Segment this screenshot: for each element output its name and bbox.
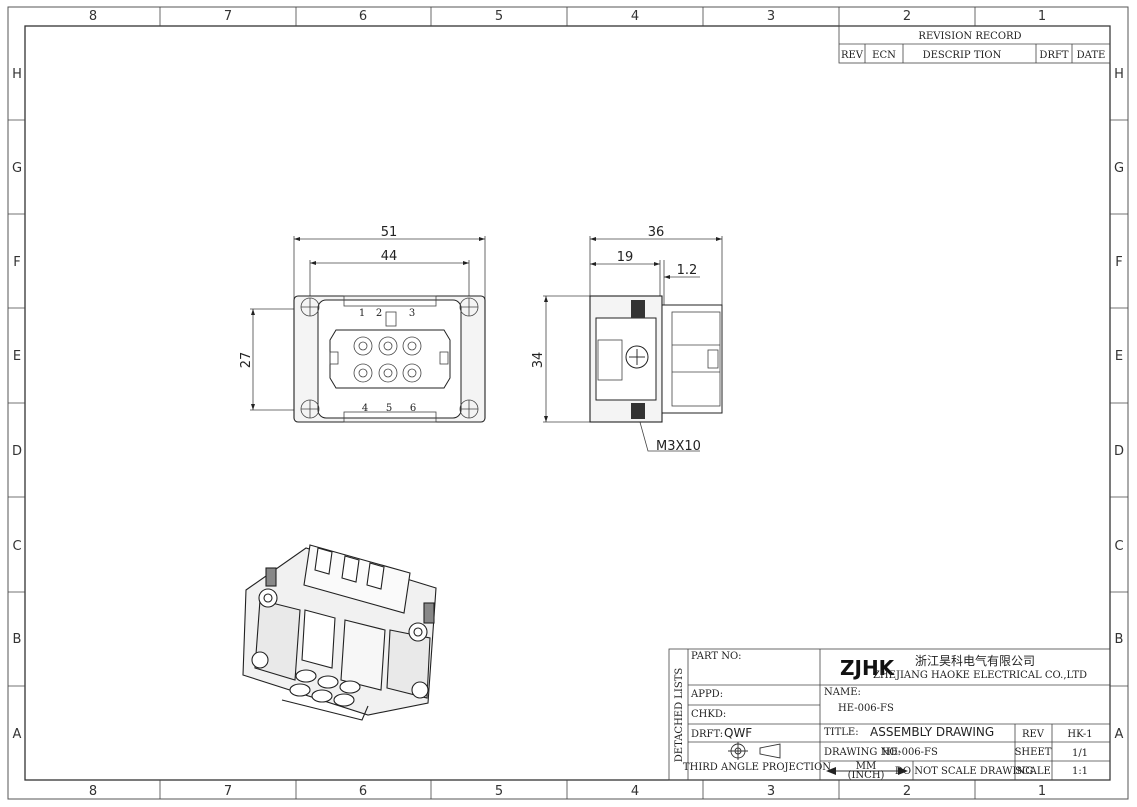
zone-dividers	[8, 7, 1128, 799]
drawing-no-value: HE-006-FS	[882, 747, 938, 758]
drft-label: DRFT:	[691, 729, 723, 740]
zone-row-label: C	[12, 539, 21, 554]
revision-record: REVISION RECORD REV ECN DESCRIP TION DRF…	[838, 25, 1111, 64]
zone-col-label: 5	[495, 9, 503, 24]
dim-depth-36: 36	[648, 225, 665, 240]
revision-header-drft: DRFT	[1039, 50, 1068, 61]
dim-width-44: 44	[381, 249, 398, 264]
dim-depth-19: 19	[617, 250, 634, 265]
zone-col-label: 1	[1038, 784, 1046, 799]
zone-row-label: G	[12, 161, 22, 176]
name-value: HE-006-FS	[838, 703, 894, 714]
isometric-view	[242, 544, 437, 721]
zone-row-label: C	[1114, 539, 1123, 554]
detached-lists-label: DETACHED LISTS	[674, 668, 685, 763]
pin-number: 6	[410, 403, 416, 414]
units-inch: (INCH)	[848, 770, 885, 781]
company-logo: ZJHK	[840, 656, 896, 680]
dim-height-34: 34	[531, 352, 546, 369]
zone-col-label: 2	[903, 9, 911, 24]
zone-row-label: F	[1115, 255, 1122, 270]
third-angle-projection-icon	[728, 742, 781, 760]
units-mm: MM	[856, 761, 876, 772]
revision-header-rev: REV	[841, 50, 864, 61]
revision-header-ecn: ECN	[872, 50, 896, 61]
zone-row-label: E	[1115, 349, 1123, 364]
outer-border	[7, 6, 1129, 800]
zone-row-label: B	[1115, 632, 1124, 647]
screw-size-label: M3X10	[656, 439, 701, 454]
drft-value: QWF	[724, 726, 752, 740]
chkd-label: CHKD:	[691, 709, 726, 720]
zone-row-label: H	[1114, 67, 1124, 82]
company-name-cn: 浙江昊科电气有限公司	[915, 653, 1035, 668]
zone-col-label: 7	[224, 784, 232, 799]
sheet-value: 1/1	[1072, 748, 1088, 759]
zone-row-label: D	[12, 444, 22, 459]
zone-row-label: G	[1114, 161, 1124, 176]
zone-col-label: 6	[359, 784, 367, 799]
revision-header-date: DATE	[1077, 50, 1106, 61]
part-no-label: PART NO:	[691, 651, 742, 662]
zone-labels-top: 8 7 6 5 4 3 2 1	[89, 9, 1046, 24]
dim-offset-1-2: 1.2	[677, 263, 698, 278]
pin-number: 2	[376, 308, 382, 319]
name-label: NAME:	[824, 687, 861, 698]
drawing-no-label: DRAWING NO:	[824, 747, 901, 758]
zone-col-label: 8	[89, 784, 97, 799]
front-view: 51 44 27 1 2 3 4 5 6	[239, 225, 486, 423]
pin-number: 3	[409, 308, 415, 319]
rev-label: REV	[1022, 729, 1045, 740]
zone-col-label: 4	[631, 784, 639, 799]
zone-row-label: F	[13, 255, 20, 270]
title-block: DETACHED LISTS PART NO: APPD: CHKD: DRFT…	[668, 648, 1111, 781]
zone-col-label: 4	[631, 9, 639, 24]
rev-value: HK-1	[1067, 729, 1092, 740]
zone-labels-right: H G F E D C B A	[1114, 67, 1124, 742]
zone-col-label: 1	[1038, 9, 1046, 24]
pin-number: 5	[386, 403, 392, 414]
scale-value: 1:1	[1072, 766, 1088, 777]
zone-col-label: 6	[359, 9, 367, 24]
company-name-en: ZHEJIANG HAOKE ELECTRICAL CO.,LTD	[873, 670, 1087, 681]
title-value: ASSEMBLY DRAWING	[870, 725, 994, 739]
zone-row-label: A	[1115, 727, 1124, 742]
zone-col-label: 7	[224, 9, 232, 24]
side-view: 36 19 1.2 34 M3X10	[531, 225, 723, 454]
zone-col-label: 3	[767, 9, 775, 24]
zone-col-label: 8	[89, 9, 97, 24]
pin-number: 1	[359, 308, 365, 319]
zone-col-label: 3	[767, 784, 775, 799]
dim-width-51: 51	[381, 225, 398, 240]
do-not-scale-label: DO NOT SCALE DRAWING	[895, 766, 1033, 777]
units-arrow-icon	[826, 767, 908, 775]
sheet-label: SHEET	[1015, 747, 1052, 758]
zone-row-label: B	[13, 632, 22, 647]
zone-col-label: 5	[495, 784, 503, 799]
zone-row-label: E	[13, 349, 21, 364]
zone-row-label: A	[13, 727, 22, 742]
appd-label: APPD:	[690, 689, 723, 700]
zone-col-label: 2	[903, 784, 911, 799]
title-label: TITLE:	[824, 727, 859, 738]
revision-record-title: REVISION RECORD	[918, 31, 1021, 42]
projection-label: THIRD ANGLE PROJECTION	[683, 762, 831, 773]
zone-row-label: H	[12, 67, 22, 82]
zone-labels-left: H G F E D C B A	[12, 67, 22, 742]
revision-header-description: DESCRIP TION	[923, 50, 1002, 61]
pin-number: 4	[362, 403, 368, 414]
dim-height-27: 27	[239, 352, 254, 369]
zone-labels-bottom: 8 7 6 5 4 3 2 1	[89, 784, 1046, 799]
scale-label: SCALE	[1015, 766, 1051, 777]
zone-row-label: D	[1114, 444, 1124, 459]
